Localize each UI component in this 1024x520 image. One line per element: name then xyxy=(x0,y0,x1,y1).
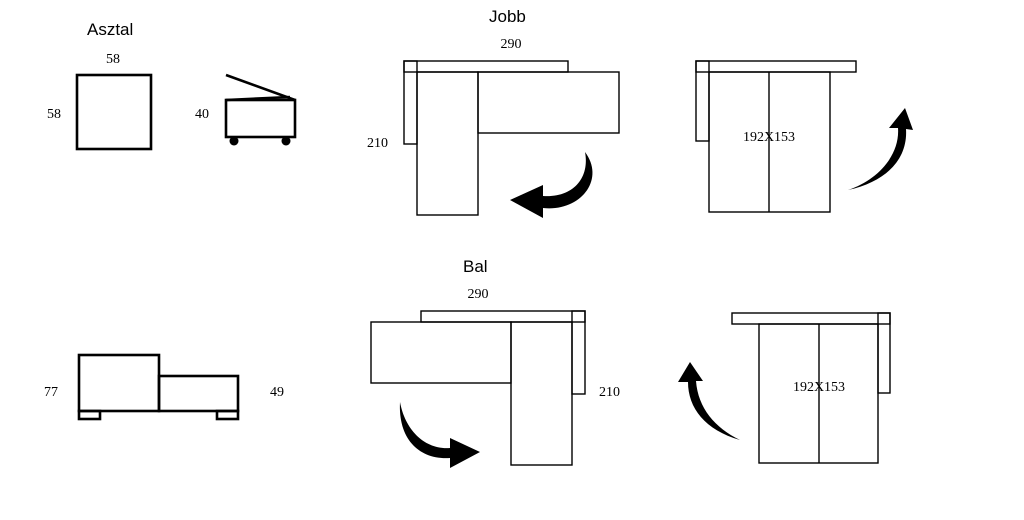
left-sofa-closed xyxy=(370,310,586,466)
table-title: Asztal xyxy=(87,20,133,39)
sofa-side-view: 77 49 xyxy=(44,353,284,421)
left-open-arrow-icon xyxy=(678,362,740,440)
right-transform-arrow-icon xyxy=(510,152,593,218)
left-width-label: 290 xyxy=(468,287,489,302)
right-bed-size-label: 192X153 xyxy=(743,130,795,145)
caster-wheel-left xyxy=(229,136,239,146)
right-variant-title: Jobb xyxy=(489,7,526,26)
table-top-width-label: 58 xyxy=(106,52,120,67)
table-side-view xyxy=(224,73,297,146)
caster-wheel-right xyxy=(281,136,291,146)
table-height-label: 40 xyxy=(195,107,209,122)
table-group: Asztal 58 58 40 xyxy=(47,20,297,151)
left-depth-label: 210 xyxy=(599,385,620,400)
left-variant-group: Bal 290 210 192X153 xyxy=(370,257,891,468)
right-variant-group: Jobb 290 210 192X153 xyxy=(367,7,913,218)
left-variant-title: Bal xyxy=(463,257,488,276)
table-top-view xyxy=(75,73,153,151)
right-open-arrow-icon xyxy=(848,108,913,190)
left-transform-arrow-icon xyxy=(399,402,480,468)
left-bed-size-label: 192X153 xyxy=(793,380,845,395)
right-sofa-open: 192X153 xyxy=(695,60,857,213)
seat-height-label: 49 xyxy=(270,385,284,400)
right-depth-label: 210 xyxy=(367,136,388,151)
left-sofa-open: 192X153 xyxy=(731,312,891,464)
right-sofa-closed xyxy=(403,60,620,216)
back-height-label: 77 xyxy=(44,385,58,400)
right-width-label: 290 xyxy=(501,37,522,52)
table-top-depth-label: 58 xyxy=(47,107,61,122)
